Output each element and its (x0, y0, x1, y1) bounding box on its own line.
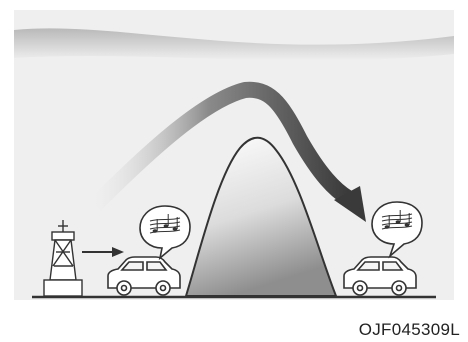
figure-code-label: OJF045309L (359, 320, 460, 340)
